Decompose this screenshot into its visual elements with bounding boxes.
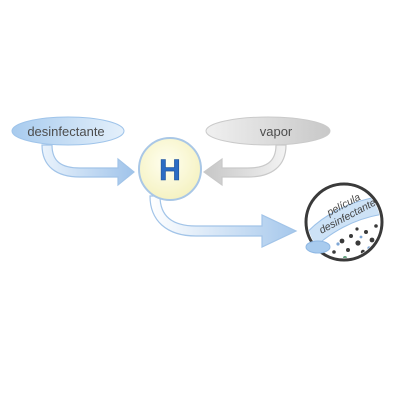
vapor-label: vapor xyxy=(260,124,293,139)
vapor-input: vapor xyxy=(205,116,331,146)
output-arrow xyxy=(149,195,298,248)
disinfectant-film-magnifier: película desinfectante xyxy=(304,182,384,262)
vapor-arrow xyxy=(202,144,287,187)
disinfectant-arrow xyxy=(41,144,135,187)
disinfectant-input: desinfectante xyxy=(11,116,125,146)
hub-letter: H xyxy=(159,154,181,187)
disinfectant-label: desinfectante xyxy=(27,124,104,139)
particles xyxy=(332,224,378,255)
hub-node: H xyxy=(138,137,202,201)
